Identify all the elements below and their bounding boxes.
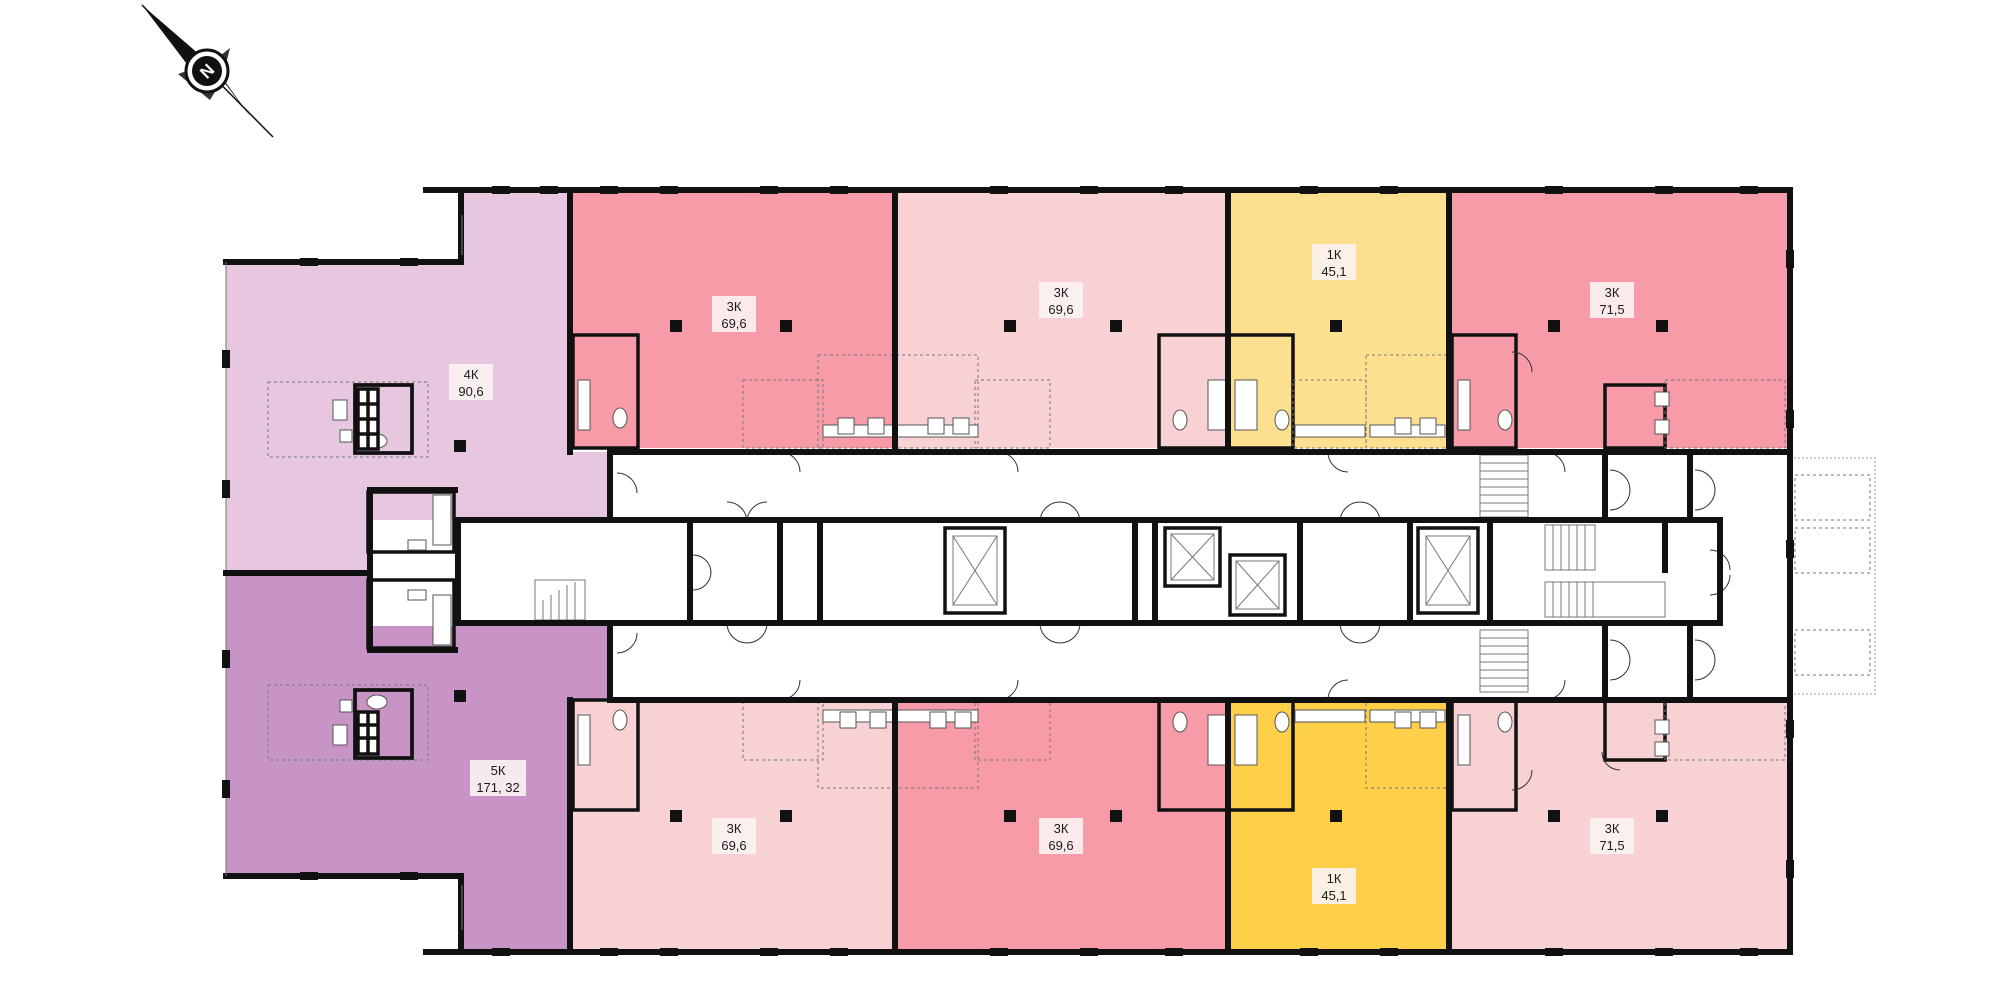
apartment-area-1k — [1231, 700, 1449, 952]
apartment-rooms: 3К — [1605, 285, 1620, 300]
apartment-3k-top-3[interactable] — [1452, 190, 1790, 448]
apartment-rooms: 3К — [1054, 285, 1069, 300]
apartment-label-3k: 3К 71,5 — [1590, 282, 1634, 318]
fixtures — [332, 379, 1670, 766]
elevators — [943, 526, 1480, 617]
apartment-1k-bottom[interactable] — [1231, 700, 1449, 952]
apartment-area-3k — [1452, 190, 1790, 448]
apartment-label-1k: 1К 45,1 — [1312, 244, 1356, 280]
apartment-rooms: 3К — [1605, 821, 1620, 836]
corridor — [610, 452, 1876, 700]
apartment-area: 171, 32 — [476, 780, 519, 795]
apartment-area-1k — [1231, 190, 1449, 448]
apartment-4k-top-left[interactable] — [226, 190, 610, 570]
apartment-rooms: 4К — [464, 367, 479, 382]
apartment-area: 45,1 — [1321, 264, 1346, 279]
apartment-label-3k: 3К 69,6 — [1039, 818, 1083, 854]
apartment-area: 45,1 — [1321, 888, 1346, 903]
apartment-area: 71,5 — [1599, 302, 1624, 317]
apartment-label-3k: 3К 69,6 — [712, 296, 756, 332]
apartment-label-3k: 3К 69,6 — [1039, 282, 1083, 318]
apartment-rooms: 3К — [1054, 821, 1069, 836]
apartment-area: 69,6 — [1048, 838, 1073, 853]
apartment-rooms: 5К — [491, 763, 506, 778]
apartment-1k-top[interactable] — [1231, 190, 1449, 448]
apartment-area: 69,6 — [721, 316, 746, 331]
apartment-rooms: 3К — [727, 821, 742, 836]
apartment-area: 71,5 — [1599, 838, 1624, 853]
stairs — [534, 454, 1666, 693]
wardrobe — [353, 383, 414, 760]
apartment-5k-bottom-left[interactable] — [226, 576, 610, 952]
columns — [454, 320, 1668, 822]
window-marks — [222, 186, 1794, 956]
apartment-area-4k — [226, 190, 610, 570]
apartment-area-5k — [226, 576, 610, 952]
apartment-area-3k — [898, 190, 1228, 448]
apartment-area: 90,6 — [458, 384, 483, 399]
apartment-label-1k: 1К 45,1 — [1312, 868, 1356, 904]
apartment-label-3k: 3К 71,5 — [1590, 818, 1634, 854]
apartment-area: 69,6 — [721, 838, 746, 853]
apartment-rooms: 1К — [1327, 247, 1342, 262]
apartment-rooms: 1К — [1327, 871, 1342, 886]
apartment-3k-top-2[interactable] — [898, 190, 1228, 448]
compass-icon: N — [141, 4, 274, 138]
apartment-area: 69,6 — [1048, 302, 1073, 317]
apartment-rooms: 3К — [727, 299, 742, 314]
apartment-label-3k: 3К 69,6 — [712, 818, 756, 854]
apartment-label-4k: 4К 90,6 — [449, 364, 493, 400]
apartment-label-5k: 5К 171, 32 — [470, 760, 526, 796]
